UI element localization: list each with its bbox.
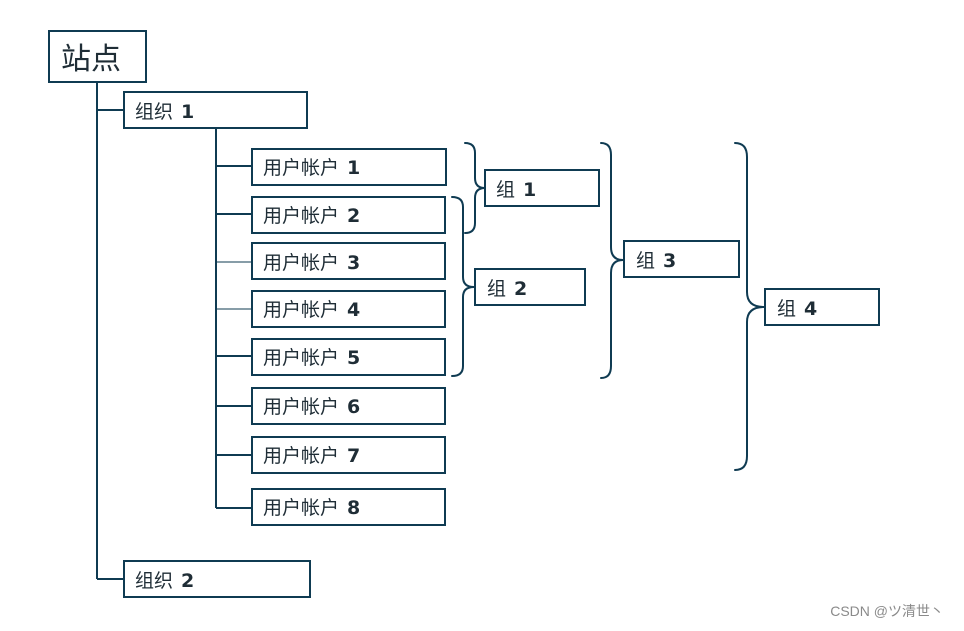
site-node: 站点	[48, 30, 147, 83]
account-2-text: 用户帐户	[263, 205, 339, 227]
account-node-1: 用户帐户 1	[251, 148, 447, 186]
group-2-text: 组	[487, 278, 506, 300]
svg-text:组3: 组3	[636, 250, 676, 272]
account-node-6: 用户帐户 6	[251, 387, 446, 425]
svg-text:组织2: 组织 2	[135, 570, 194, 592]
account-node-3: 用户帐户 3	[251, 242, 446, 280]
svg-text:组织1: 组织 1	[135, 101, 194, 123]
account-6-number: 6	[347, 396, 360, 418]
group-4-text: 组	[777, 298, 796, 320]
org-1-text: 组织	[135, 101, 173, 123]
account-8-text: 用户帐户	[263, 497, 339, 519]
group-2-number: 2	[514, 278, 527, 300]
account-7-number: 7	[347, 445, 360, 467]
group-3-text: 组	[636, 250, 655, 272]
account-1-text: 用户帐户	[263, 157, 339, 179]
account-node-5: 用户帐户 5	[251, 338, 446, 376]
account-8-number: 8	[347, 497, 360, 519]
group-3-number: 3	[663, 250, 676, 272]
brace-group-4	[734, 142, 765, 471]
account-6-text: 用户帐户	[263, 396, 339, 418]
org-2-number: 2	[181, 570, 194, 592]
org-2-text: 组织	[135, 570, 173, 592]
account-1-number: 1	[347, 157, 360, 179]
account-3-text: 用户帐户	[263, 252, 339, 274]
group-1-text: 组	[496, 179, 515, 201]
brace-group-3	[600, 142, 624, 379]
group-1-number: 1	[523, 179, 536, 201]
svg-text:组1: 组1	[496, 179, 536, 201]
group-4-number: 4	[804, 298, 817, 320]
account-node-4: 用户帐户 4	[251, 290, 446, 328]
account-2-number: 2	[347, 205, 360, 227]
org-node-2: 组织 2	[123, 560, 311, 598]
brace-group-2	[451, 196, 475, 377]
account-4-number: 4	[347, 299, 360, 321]
account-7-text: 用户帐户	[263, 445, 339, 467]
account-3-number: 3	[347, 252, 360, 274]
account-node-2: 用户帐户 2	[251, 196, 446, 234]
account-4-text: 用户帐户	[263, 299, 339, 321]
account-node-7: 用户帐户 7	[251, 436, 446, 474]
org-1-connectors	[215, 128, 252, 509]
site-label: 站点	[61, 42, 121, 77]
org-node-1: 组织 1	[123, 91, 308, 129]
svg-text:组4: 组4	[777, 298, 817, 320]
org-1-number: 1	[181, 101, 194, 123]
account-node-8: 用户帐户 8	[251, 488, 446, 526]
account-5-number: 5	[347, 347, 360, 369]
account-5-text: 用户帐户	[263, 347, 339, 369]
svg-text:组2: 组2	[487, 278, 527, 300]
site-connectors	[96, 82, 124, 580]
brace-group-1	[464, 142, 486, 234]
watermark: CSDN @ツ清世丶	[830, 603, 944, 619]
